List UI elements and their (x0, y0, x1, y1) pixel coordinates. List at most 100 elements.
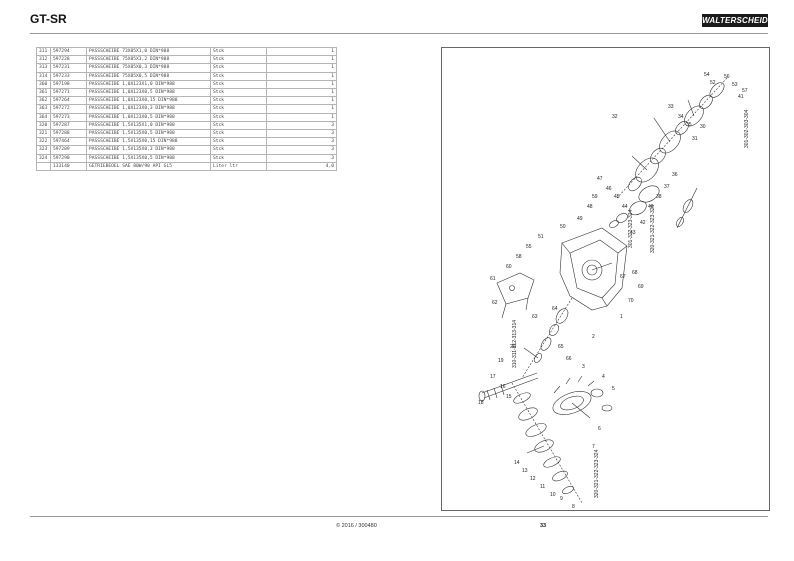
footer-copyright: © 2016 / 300480 (336, 523, 377, 529)
callout-number: 8 (572, 504, 575, 510)
description-cell: PASSSCHEIBE 1,0X123X0,5 DIN*988 (86, 88, 211, 98)
quantity-cell: 1 (266, 79, 337, 90)
callout-number: 33 (668, 104, 674, 110)
callout-number: 50 (560, 224, 566, 230)
brand-logo: WALTERSCHEID (702, 14, 768, 27)
unit-cell: Stck (210, 55, 267, 65)
callout-number: 59 (592, 194, 598, 200)
pos-cell: 361 (36, 88, 51, 98)
callout-number: 3 (582, 364, 585, 370)
part-number-cell: 597228 (50, 55, 87, 65)
quantity-cell: 3 (266, 129, 337, 139)
callout-number: 10 (550, 492, 556, 498)
pos-cell: 322 (36, 137, 51, 147)
callout-number: 2 (592, 334, 595, 340)
assembly-group-label: 320-321-322-323-324 (594, 449, 600, 498)
unit-cell: Stck (210, 120, 267, 131)
pos-cell: 363 (36, 104, 51, 114)
quantity-cell: 3 (266, 145, 337, 155)
quantity-cell: 3 (266, 137, 337, 147)
assembly-group-label: 320-321-322-323-324 (650, 204, 656, 253)
callout-number: 16 (500, 384, 506, 390)
unit-cell: Stck (210, 63, 267, 73)
part-number-cell: 597464 (50, 137, 87, 147)
callout-labels: 5341575452565930313233343536373840424344… (478, 72, 750, 510)
part-number-cell: 597233 (50, 71, 87, 81)
callout-number: 68 (632, 270, 638, 276)
description-cell: PASSSCHEIBE 75X85X0,3 DIN*988 (86, 63, 211, 73)
description-cell: PASSSCHEIBE 75X85X3,2 DIN*988 (86, 55, 211, 65)
callout-number: 63 (532, 314, 538, 320)
callout-number: 60 (506, 264, 512, 270)
assembly-group-label: 310-311-312-313-314 (512, 320, 518, 368)
callout-number: 57 (742, 88, 748, 94)
pos-cell: 360 (36, 79, 51, 90)
callout-number: 45 (614, 194, 620, 200)
callout-number: 64 (552, 306, 558, 312)
description-cell: PASSSCHEIBE 1,5X135X0,3 DIN*988 (86, 145, 211, 155)
pos-cell: 312 (36, 55, 51, 65)
callout-number: 55 (526, 244, 532, 250)
callout-number: 66 (566, 356, 572, 362)
callout-number: 17 (490, 374, 496, 380)
part-number-cell: 597287 (50, 120, 87, 131)
callout-number: 40 (648, 204, 654, 210)
callout-number: 58 (516, 254, 522, 260)
unit-cell: Stck (210, 153, 267, 163)
callout-number: 46 (606, 186, 612, 192)
callout-number: 30 (700, 124, 706, 130)
quantity-cell: 1 (266, 104, 337, 114)
unit-cell: Stck (210, 79, 267, 90)
unit-cell: Stck (210, 137, 267, 147)
description-cell: PASSSCHEIBE 73X85X1,0 DIN*988 (86, 46, 211, 57)
description-cell: PASSSCHEIBE 75X85X0,5 DIN*988 (86, 71, 211, 81)
callout-number: 5 (612, 386, 615, 392)
callout-number: 43 (630, 230, 636, 236)
pos-cell: 324 (36, 153, 51, 163)
part-number-cell: 597198 (50, 79, 87, 90)
callout-number: 4 (602, 374, 605, 380)
callout-number: 65 (558, 344, 564, 350)
pos-cell: 320 (36, 120, 51, 131)
callout-number: 52 (710, 80, 716, 86)
callout-number: 20 (510, 344, 516, 350)
part-number-cell: 597290 (50, 153, 87, 163)
unit-cell: Stck (210, 88, 267, 98)
callout-number: 69 (638, 284, 644, 290)
description-cell: GETRIEBEOEL SAE 80W/90 API GL5 (86, 161, 211, 172)
quantity-cell: 1 (266, 96, 337, 106)
pos-cell: 323 (36, 145, 51, 155)
callout-number: 31 (692, 136, 698, 142)
pos-cell: 364 (36, 112, 51, 122)
header-divider (30, 33, 768, 34)
page-title: GT-SR (30, 12, 67, 26)
pos-cell: 314 (36, 71, 51, 81)
description-cell: PASSSCHEIBE 1,5X135X0,5 DIN*988 (86, 153, 211, 163)
callout-number: 14 (514, 460, 520, 466)
callout-number: 44 (622, 204, 628, 210)
callout-number: 13 (522, 468, 528, 474)
unit-cell: Liter ltr (210, 161, 267, 172)
callout-number: 32 (612, 114, 618, 120)
callout-number: 41 (738, 94, 744, 100)
callout-number: 9 (560, 496, 563, 502)
quantity-cell: 1 (266, 88, 337, 98)
pos-cell: 362 (36, 96, 51, 106)
footer-divider (30, 516, 768, 517)
callout-number: 48 (587, 204, 593, 210)
assembly-group-label: 301-322-323-324 (628, 209, 634, 248)
page-number: 33 (540, 523, 547, 529)
callout-number: 34 (678, 114, 684, 120)
